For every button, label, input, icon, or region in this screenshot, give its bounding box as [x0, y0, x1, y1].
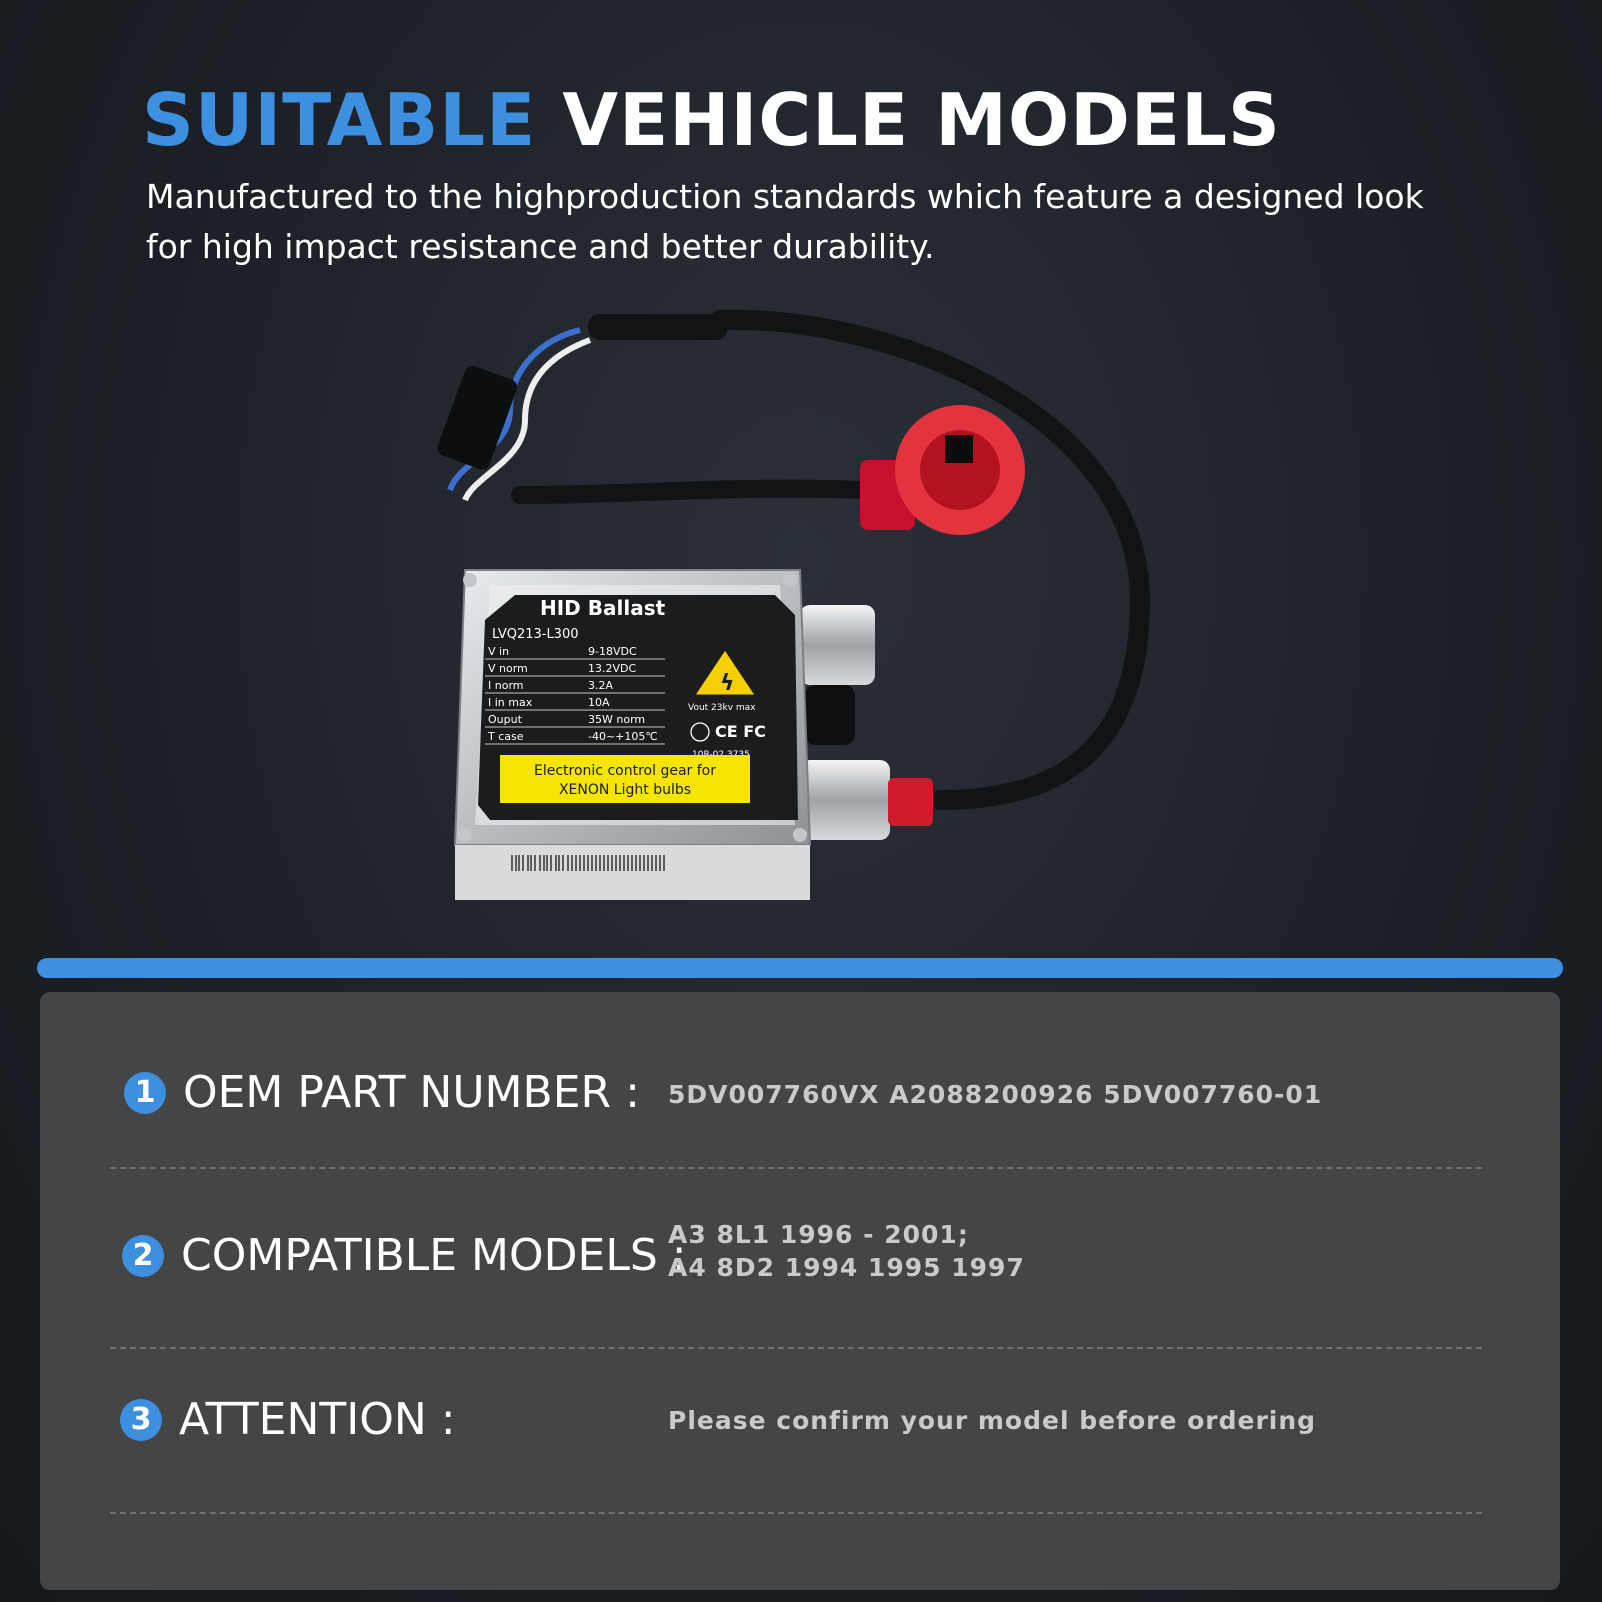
spec-name: V in — [488, 645, 509, 658]
svg-text:ϟ: ϟ — [720, 671, 735, 696]
spec-value: 3.2A — [588, 679, 613, 692]
e13-icon — [690, 722, 710, 742]
spec-name: V norm — [488, 662, 528, 675]
spec-value: 9-18VDC — [588, 645, 637, 658]
yellow-label — [500, 755, 750, 803]
wire-white — [462, 337, 592, 502]
warning-icon: ϟ — [694, 649, 756, 696]
oem-part-number-label: OEM PART NUMBER : — [183, 1067, 640, 1118]
dashed-divider — [110, 1512, 1482, 1514]
title-accent: SUITABLE — [142, 78, 537, 162]
spec-value: 10A — [588, 696, 610, 709]
spec-name: I norm — [488, 679, 524, 692]
oem-part-number-value: 5DV007760VX A2088200926 5DV007760-01 — [668, 1080, 1323, 1109]
page-title: SUITABLE VEHICLE MODELS — [142, 78, 1281, 162]
number-badge-2: 2 — [122, 1235, 164, 1277]
spec-name: I in max — [488, 696, 533, 709]
spec-table: V in 9-18VDC V norm 13.2VDC I norm 3.2A I in m… — [485, 645, 665, 745]
spec-name: T case — [487, 730, 524, 743]
spec-name: Ouput — [488, 713, 523, 726]
compatible-models-value-line2: A4 8D2 1994 1995 1997 — [668, 1253, 1025, 1282]
cable-connector — [511, 479, 869, 504]
dashed-divider — [110, 1347, 1482, 1349]
title-rest: VEHICLE MODELS — [562, 78, 1281, 162]
compatible-models-value-line1: A3 8L1 1996 - 2001; — [668, 1220, 969, 1249]
attention-value: Please confirm your model before orderin… — [668, 1406, 1317, 1435]
plug — [437, 365, 518, 470]
spec-value: 13.2VDC — [588, 662, 636, 675]
yellow-label-line1: Electronic control gear for — [534, 763, 716, 779]
info-panel: 1 OEM PART NUMBER : 5DV007760VX A2088200… — [40, 992, 1560, 1590]
number-badge-1: 1 — [124, 1072, 166, 1114]
warning-text: Vout 23kv max — [688, 703, 756, 713]
number-badge-3: 3 — [120, 1399, 162, 1441]
attention-label: ATTENTION : — [179, 1394, 456, 1445]
ballast-title: HID Ballast — [540, 596, 666, 620]
dashed-divider — [110, 1167, 1482, 1169]
wire-blue — [447, 327, 581, 492]
barcode-icon — [511, 855, 665, 871]
subtitle: Manufactured to the highproduction stand… — [146, 177, 1424, 266]
yellow-label-line2: XENON Light bulbs — [559, 782, 691, 798]
ballast-model: LVQ213-L300 — [492, 627, 579, 642]
cert-marks: CE FC — [715, 722, 766, 741]
divider-bar — [37, 958, 1563, 978]
spec-value: -40~+105℃ — [588, 730, 658, 743]
red-socket-icon — [860, 405, 1025, 535]
compatible-models-label: COMPATIBLE MODELS : — [181, 1230, 687, 1281]
sleeve — [588, 314, 728, 340]
cable-main — [710, 309, 1151, 810]
spec-value: 35W norm — [588, 713, 645, 726]
hid-ballast-image: HID Ballast LVQ213-L300 V in 9-18VDC V nor… — [437, 309, 1151, 900]
